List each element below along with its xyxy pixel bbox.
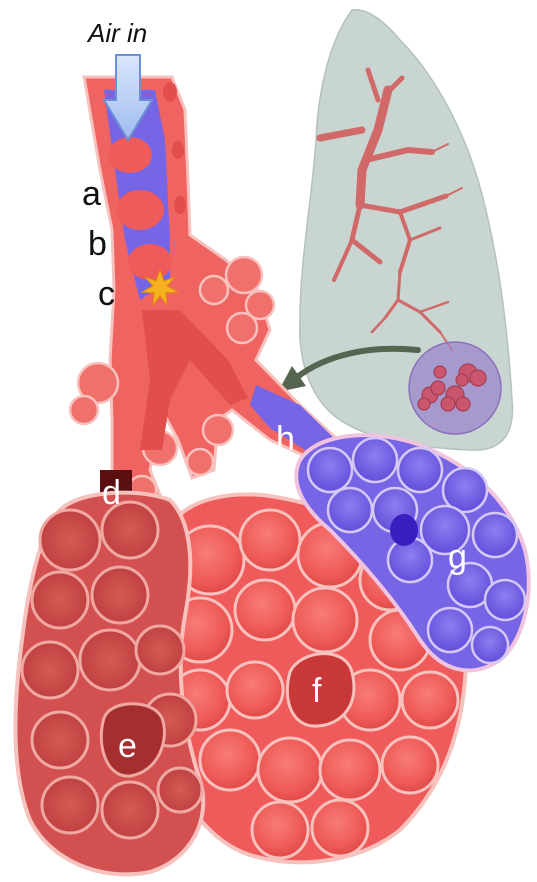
- lobule-e: [15, 493, 203, 875]
- label-g: g: [448, 538, 467, 576]
- air-in-label: Air in: [86, 18, 147, 48]
- lung-silhouette: [278, 10, 513, 450]
- label-h: h: [276, 420, 295, 458]
- label-c: c: [98, 275, 115, 313]
- label-b: b: [88, 225, 107, 263]
- label-a: a: [82, 175, 101, 213]
- magnifier-circle: [409, 342, 501, 434]
- lobule-g-dark-cell: [390, 514, 418, 546]
- label-e: e: [118, 727, 137, 765]
- label-f: f: [312, 672, 322, 710]
- label-d: d: [102, 474, 121, 512]
